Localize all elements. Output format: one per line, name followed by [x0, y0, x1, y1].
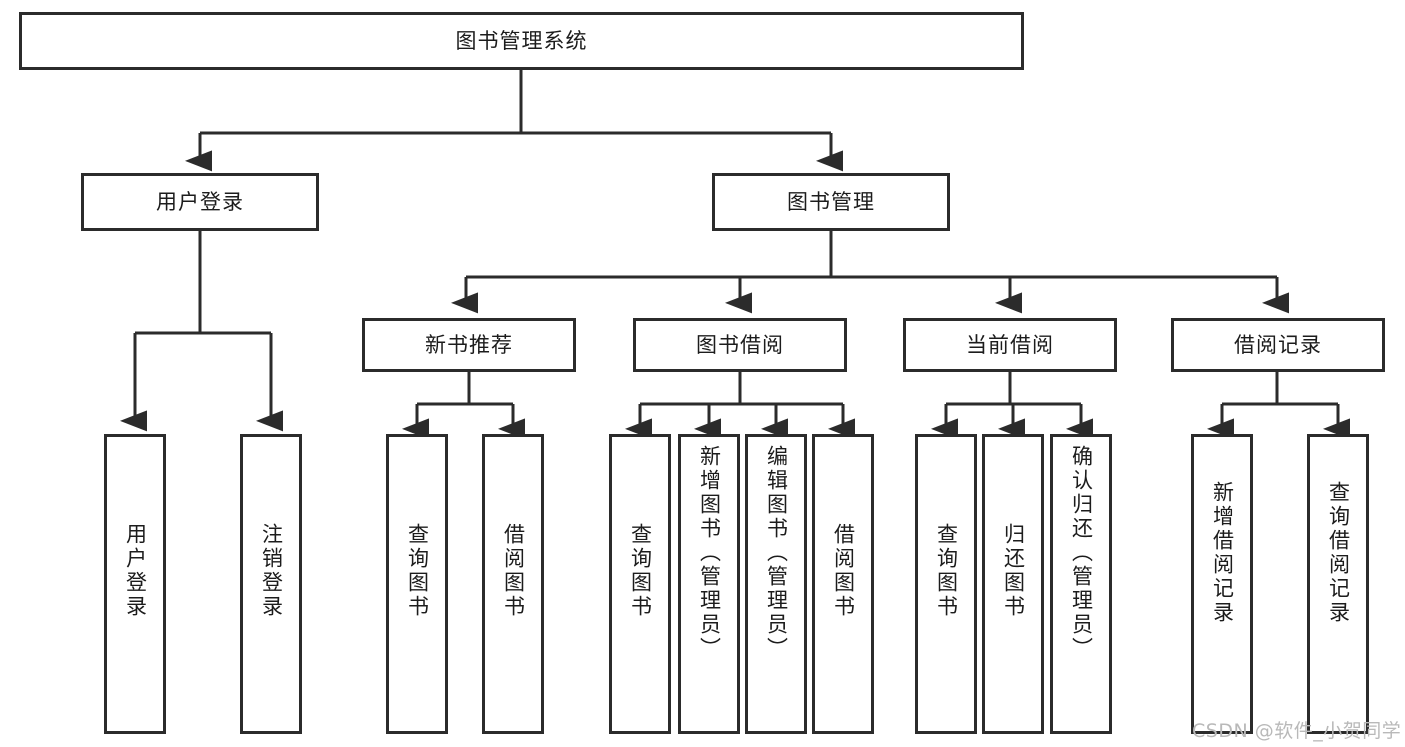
- node-label: 查询借阅记录: [1326, 481, 1351, 625]
- leaf-add-book-admin[interactable]: 新增图书（管理员）: [678, 434, 740, 734]
- watermark-text: CSDN @软件_小贺同学: [1192, 720, 1402, 742]
- node-label: 确认归还（管理员）: [1069, 445, 1094, 661]
- node-label: 图书借阅: [696, 332, 784, 357]
- node-label: 归还图书: [1001, 523, 1026, 619]
- node-label: 新书推荐: [425, 332, 513, 357]
- node-label: 编辑图书（管理员）: [764, 445, 789, 661]
- node-new-book-recommend[interactable]: 新书推荐: [362, 318, 576, 372]
- node-label: 借阅图书: [501, 523, 526, 619]
- leaf-return-book[interactable]: 归还图书: [982, 434, 1044, 734]
- node-label: 借阅图书: [831, 523, 856, 619]
- node-label: 当前借阅: [966, 332, 1054, 357]
- node-label: 查询图书: [405, 523, 430, 619]
- node-current-borrow[interactable]: 当前借阅: [903, 318, 1117, 372]
- leaf-confirm-return-admin[interactable]: 确认归还（管理员）: [1050, 434, 1112, 734]
- node-book-borrow[interactable]: 图书借阅: [633, 318, 847, 372]
- leaf-query-book-current[interactable]: 查询图书: [915, 434, 977, 734]
- leaf-user-logout[interactable]: 注销登录: [240, 434, 302, 734]
- node-label: 注销登录: [259, 523, 284, 619]
- leaf-borrow-book[interactable]: 借阅图书: [812, 434, 874, 734]
- node-label: 查询图书: [628, 523, 653, 619]
- node-book-management[interactable]: 图书管理: [712, 173, 950, 231]
- node-label: 图书管理: [787, 189, 875, 214]
- node-label: 查询图书: [934, 523, 959, 619]
- node-label: 用户登录: [156, 189, 244, 214]
- node-root-book-management-system[interactable]: 图书管理系统: [19, 12, 1024, 70]
- node-label: 新增借阅记录: [1210, 481, 1235, 625]
- leaf-add-borrow-record[interactable]: 新增借阅记录: [1191, 434, 1253, 734]
- leaf-borrow-book-recommend[interactable]: 借阅图书: [482, 434, 544, 734]
- node-label: 图书管理系统: [455, 28, 588, 53]
- node-label: 用户登录: [123, 523, 148, 619]
- leaf-edit-book-admin[interactable]: 编辑图书（管理员）: [745, 434, 807, 734]
- leaf-query-book-recommend[interactable]: 查询图书: [386, 434, 448, 734]
- node-borrow-record[interactable]: 借阅记录: [1171, 318, 1385, 372]
- node-label: 新增图书（管理员）: [697, 445, 722, 661]
- node-label: 借阅记录: [1234, 332, 1322, 357]
- leaf-user-login[interactable]: 用户登录: [104, 434, 166, 734]
- node-user-login[interactable]: 用户登录: [81, 173, 319, 231]
- leaf-query-book-borrow[interactable]: 查询图书: [609, 434, 671, 734]
- leaf-query-borrow-record[interactable]: 查询借阅记录: [1307, 434, 1369, 734]
